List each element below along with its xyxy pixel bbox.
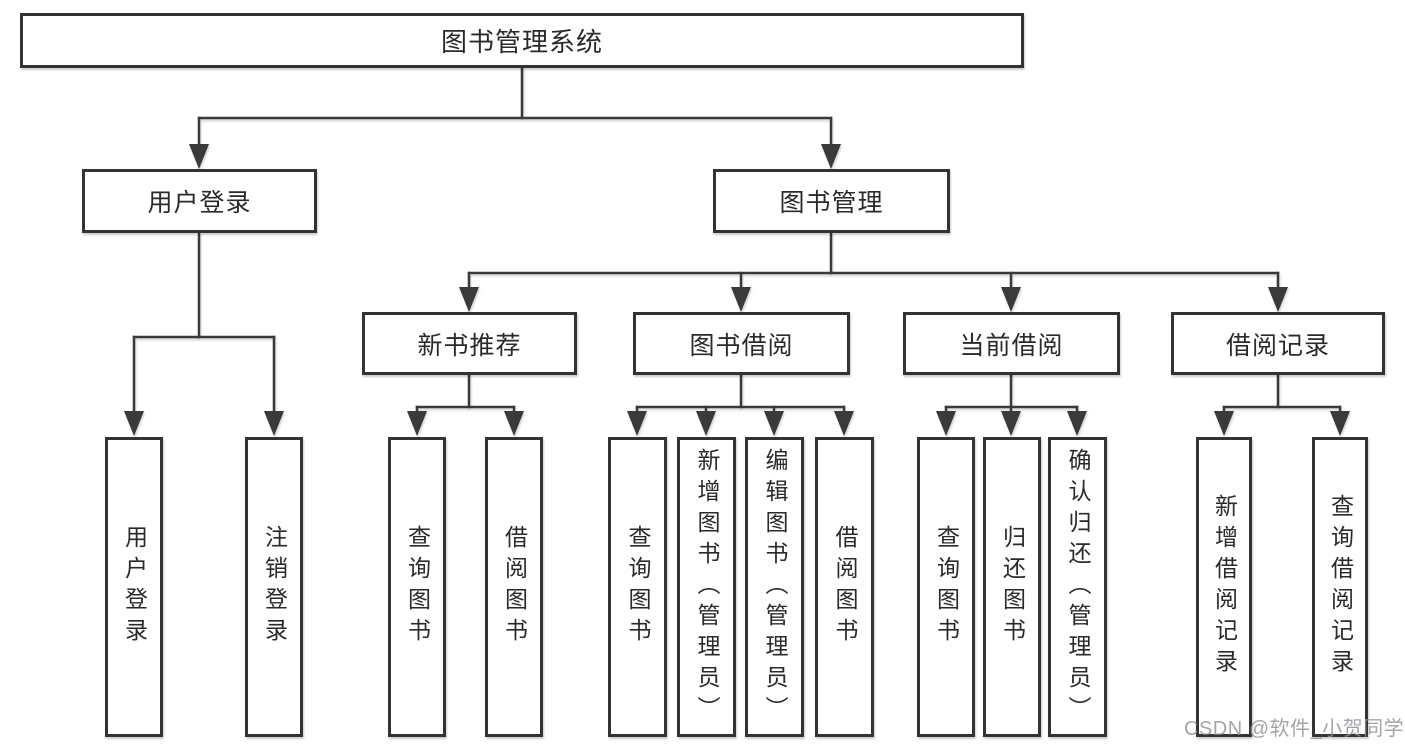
leaf-return-books: 归还图书 [983,437,1041,737]
leaf-query-borrow-record: 查询借阅记录 [1312,437,1368,737]
node-book-management: 图书管理 [713,169,950,233]
leaf-confirm-return-admin: 确认归还（管理员） [1048,437,1107,737]
leaf-query-books: 查询图书 [388,437,446,737]
leaf-user-login: 用户登录 [105,437,163,737]
node-new-book-recommendation: 新书推荐 [362,312,577,375]
leaf-add-borrow-record: 新增借阅记录 [1196,437,1252,737]
leaf-query-books: 查询图书 [608,437,667,737]
watermark-text: CSDN @软件_小贺同学 [1184,718,1405,740]
leaf-query-books: 查询图书 [917,437,975,737]
node-library-management-system: 图书管理系统 [20,13,1024,68]
node-user-login: 用户登录 [82,169,317,233]
node-borrowing-records: 借阅记录 [1171,312,1385,375]
arrowheads [124,144,1350,436]
node-book-borrowing: 图书借阅 [633,312,850,375]
leaf-borrow-books: 借阅图书 [485,437,543,737]
leaf-edit-book-admin: 编辑图书（管理员） [745,437,804,737]
leaf-borrow-books: 借阅图书 [815,437,874,737]
leaf-logout: 注销登录 [245,437,303,737]
node-current-borrowing: 当前借阅 [903,312,1120,375]
leaf-add-book-admin: 新增图书（管理员） [677,437,736,737]
